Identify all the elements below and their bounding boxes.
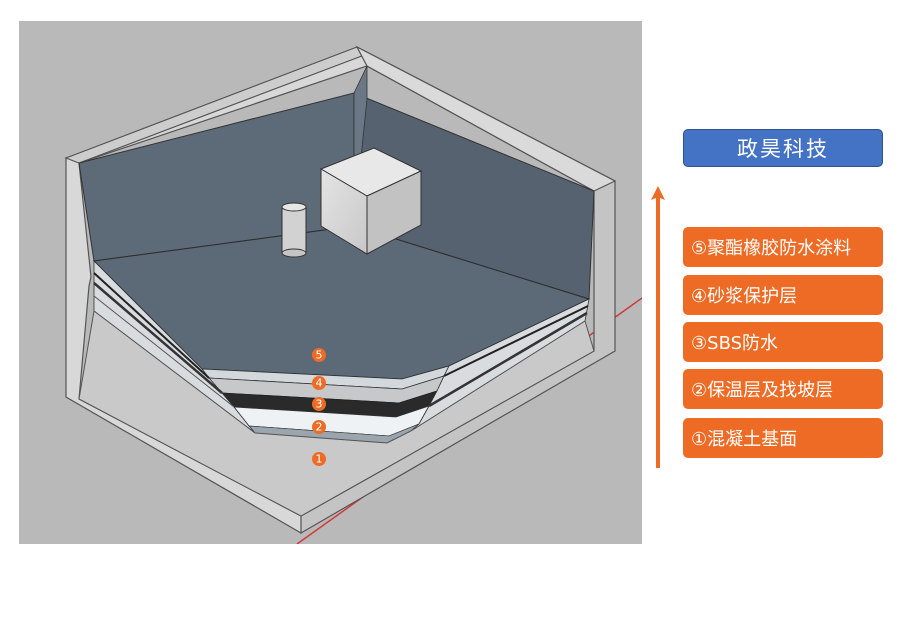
legend-item-5: ⑤聚酯橡胶防水涂料 [683,227,883,267]
layer-line-left-2 [93,282,223,394]
marker-1: 1 [312,452,326,466]
concrete-base [78,310,595,517]
marker-4: 4 [312,376,326,390]
marker-3: 3 [312,397,326,411]
layer-line-right-1 [443,305,589,377]
legend-item-3: ③SBS防水 [683,322,883,362]
layer-line-left-1 [93,272,210,379]
pipe-cylinder [281,202,307,258]
svg-text:1: 1 [316,453,323,466]
rooftop-box [319,147,423,255]
layer-line-left-3 [93,295,235,408]
legend-item-4: ④砂浆保护层 [683,275,883,315]
upward-arrow-icon [651,186,665,468]
svg-text:2: 2 [316,421,323,434]
layer-line-right-2 [428,311,588,408]
roof-layer-3d-diagram: 5 4 3 2 1 [19,21,642,544]
legend-item-1: ①混凝土基面 [683,418,883,458]
svg-text:4: 4 [316,377,323,390]
brand-title: 政昊科技 [683,129,883,167]
svg-text:3: 3 [316,398,323,411]
marker-5: 5 [312,348,326,362]
svg-text:5: 5 [316,349,323,362]
marker-2: 2 [312,420,326,434]
legend-item-2: ②保温层及找坡层 [683,369,883,409]
